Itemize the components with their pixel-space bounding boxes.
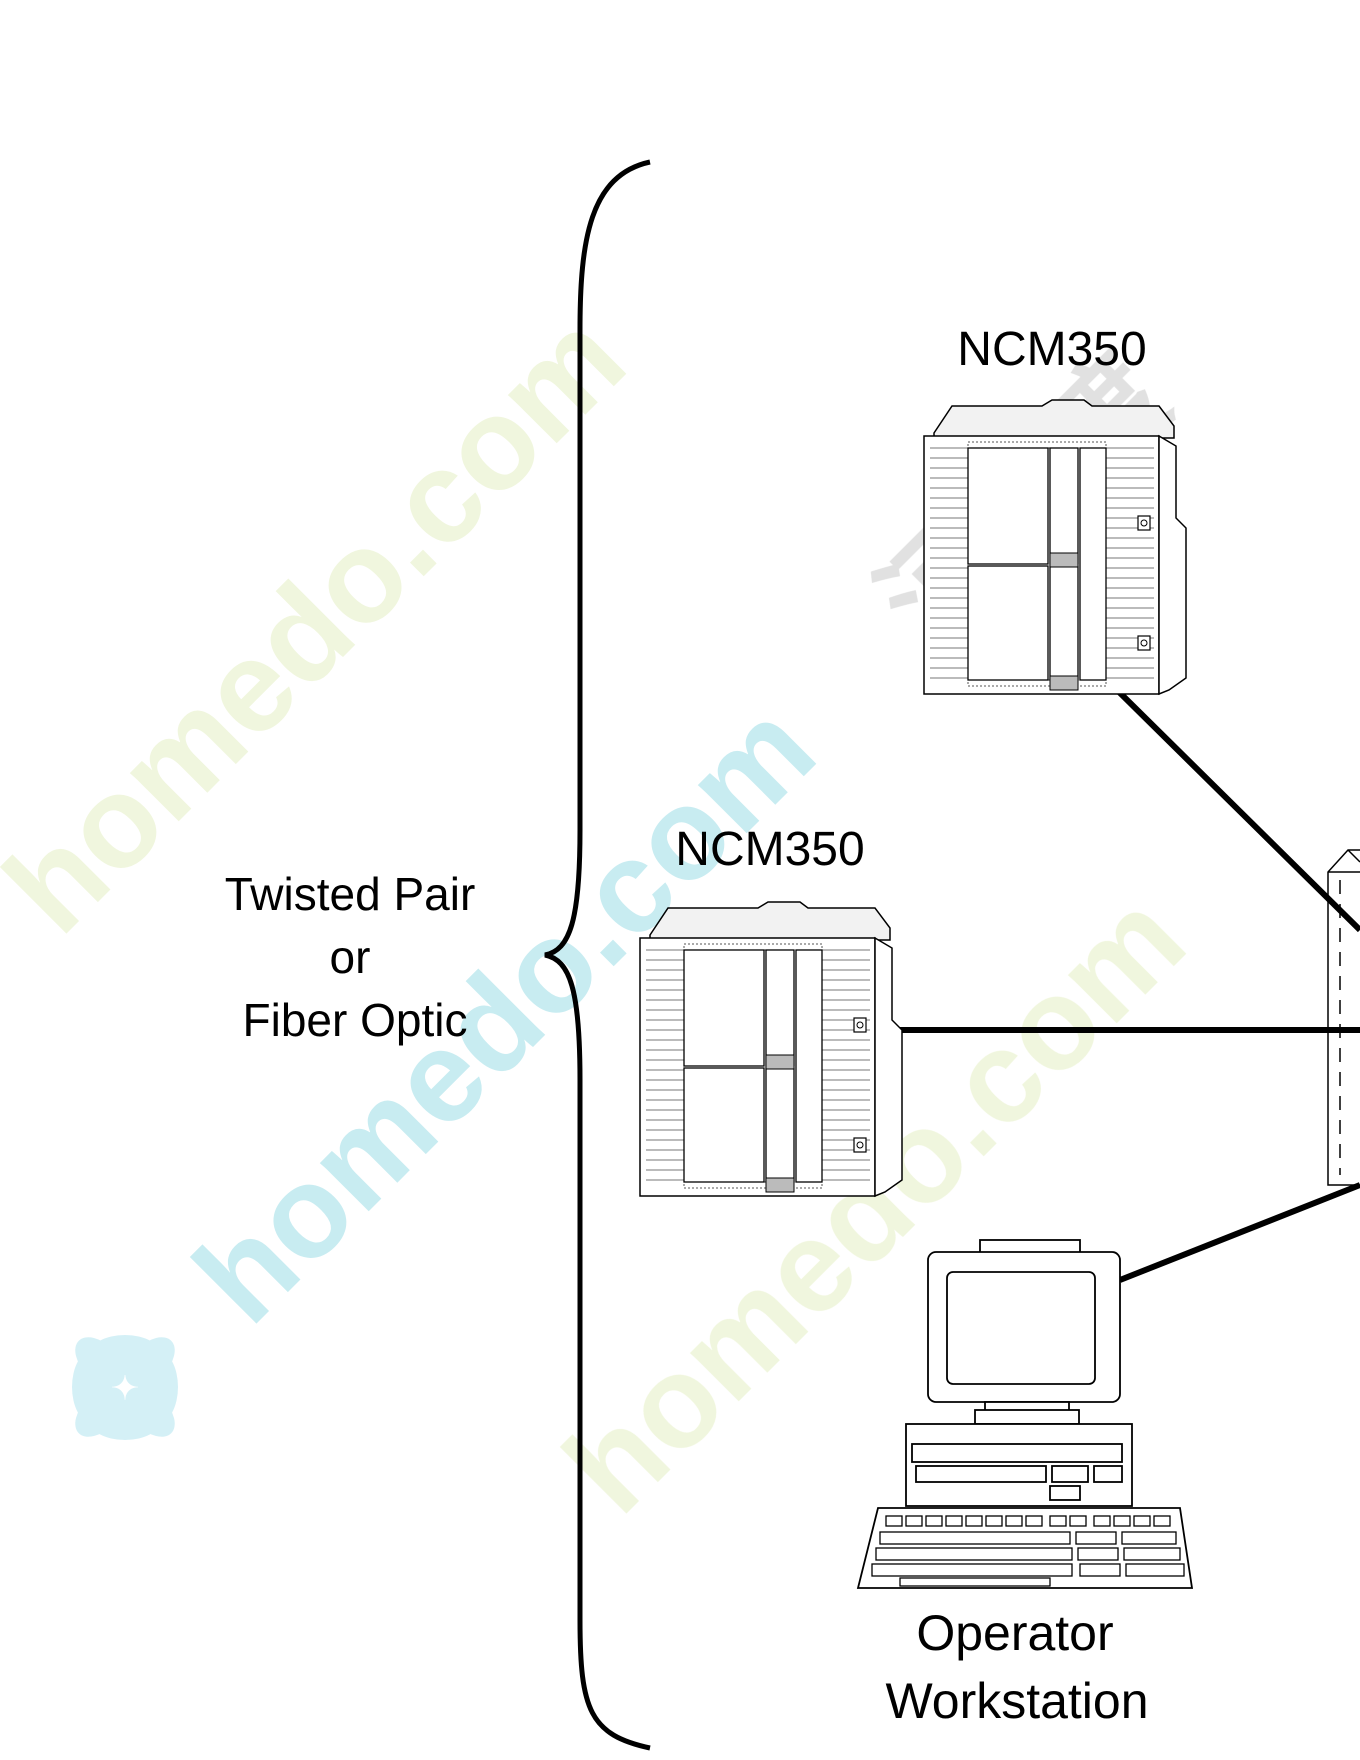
workstation-label-line-2: Workstation <box>885 1673 1148 1729</box>
flower-logo-icon <box>72 1335 178 1440</box>
operator-workstation-icon <box>856 1239 1194 1589</box>
ncm350-middle-label: NCM350 <box>675 823 864 876</box>
media-label: Twisted Pair or Fiber Optic <box>225 868 476 1046</box>
workstation-label-line-1: Operator <box>916 1605 1113 1661</box>
curly-brace <box>544 159 651 1751</box>
connection-lines <box>845 685 1360 1283</box>
network-hub-partial <box>1327 849 1360 1186</box>
link-ncm-top <box>1112 685 1360 933</box>
ncm350-controller-top <box>923 399 1187 695</box>
media-line-1: Twisted Pair <box>225 868 476 920</box>
ncm350-top-label: NCM350 <box>957 323 1146 376</box>
media-line-2: or <box>330 931 371 983</box>
link-workstation <box>1118 1182 1360 1283</box>
media-line-3: Fiber Optic <box>243 994 468 1046</box>
ncm350-controller-middle <box>639 901 903 1197</box>
